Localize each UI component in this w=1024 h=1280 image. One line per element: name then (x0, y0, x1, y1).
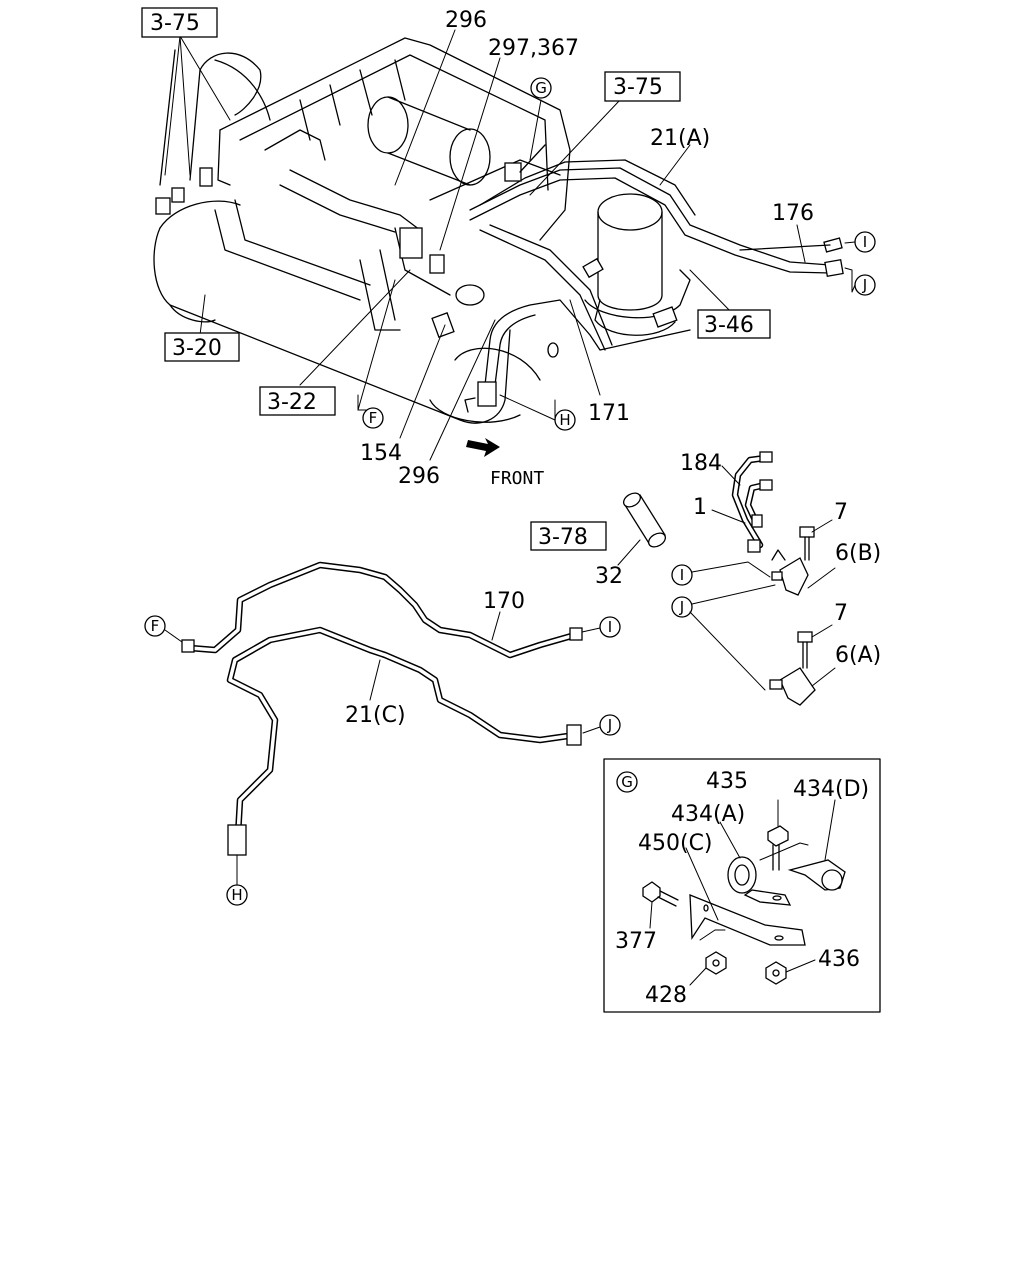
part-434a: 434(A) (671, 802, 745, 827)
part-21c: 21(C) (345, 703, 406, 728)
part-7-top: 7 (834, 500, 848, 525)
ref-box-3-20: 3-20 (164, 332, 240, 362)
part-6b: 6(B) (835, 541, 881, 566)
pipe-170 (181, 561, 583, 659)
part-21a: 21(A) (650, 126, 710, 151)
ref-box-3-75-top: 3-75 (141, 7, 218, 38)
part-6a: 6(A) (835, 643, 881, 668)
svg-text:I: I (680, 566, 684, 584)
part-296-bottom: 296 (398, 464, 440, 489)
part-6a-drawing (769, 624, 836, 706)
detail-inset-g: G (603, 758, 881, 1013)
ref-box-3-78: 3-78 (530, 521, 607, 551)
ref-box-3-75-mid: 3-75 (604, 71, 681, 102)
part-297-367: 297,367 (488, 36, 579, 61)
front-label: FRONT (490, 468, 544, 489)
connector-g-top: G (530, 77, 552, 99)
svg-text:3-46: 3-46 (704, 313, 754, 338)
part-154: 154 (360, 441, 402, 466)
svg-text:3-78: 3-78 (538, 525, 588, 550)
svg-text:I: I (863, 233, 867, 251)
svg-text:I: I (608, 618, 612, 636)
connector-j-top: J (854, 274, 876, 296)
part-170: 170 (483, 589, 525, 614)
part-428: 428 (645, 983, 687, 1008)
part-184-hoses (711, 451, 773, 553)
part-434d: 434(D) (793, 777, 869, 802)
svg-text:3-75: 3-75 (150, 11, 200, 36)
connector-h-pipe: H (226, 884, 248, 906)
front-arrow-icon (466, 438, 500, 457)
part-32-drawing (617, 492, 667, 566)
part-176: 176 (772, 201, 814, 226)
part-450c: 450(C) (638, 831, 713, 856)
part-171: 171 (588, 401, 630, 426)
ref-box-3-22: 3-22 (259, 386, 336, 416)
leader-lines (164, 29, 806, 461)
pipe-21c (226, 626, 582, 856)
part-296-top: 296 (445, 8, 487, 33)
connector-f-mid: F (144, 615, 166, 637)
main-assembly-drawing (153, 37, 844, 424)
part-436: 436 (818, 947, 860, 972)
part-435: 435 (706, 769, 748, 794)
svg-text:3-20: 3-20 (172, 336, 222, 361)
part-377: 377 (615, 929, 657, 954)
connector-i-top: I (854, 231, 876, 253)
svg-text:J: J (862, 276, 867, 294)
connector-h-top: H (554, 409, 576, 431)
ref-box-3-46: 3-46 (697, 309, 771, 339)
svg-text:3-75: 3-75 (613, 75, 663, 100)
svg-text:F: F (151, 617, 160, 635)
svg-text:J: J (607, 716, 612, 734)
connector-j-mid: J (671, 596, 693, 618)
connector-i-mid: I (671, 564, 693, 586)
svg-text:H: H (559, 411, 570, 429)
svg-text:J: J (679, 598, 684, 616)
svg-text:3-22: 3-22 (267, 390, 317, 415)
svg-text:G: G (535, 79, 547, 97)
svg-text:G: G (621, 773, 633, 791)
part-1: 1 (693, 495, 707, 520)
part-184: 184 (680, 451, 722, 476)
connector-i-pipe: I (599, 616, 621, 638)
svg-text:F: F (369, 409, 378, 427)
part-6b-drawing (771, 519, 836, 596)
svg-text:H: H (231, 886, 242, 904)
connector-j-pipe: J (599, 714, 621, 736)
part-32: 32 (595, 564, 623, 589)
connector-f-top: F (362, 407, 384, 429)
part-7-bottom: 7 (834, 601, 848, 626)
